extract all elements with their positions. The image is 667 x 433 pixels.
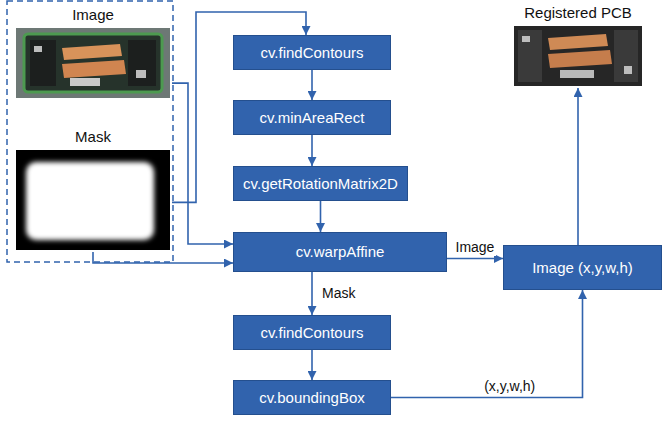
- flow-arrow: [447, 258, 503, 260]
- process-box: cv.warpAffine: [233, 232, 447, 272]
- pcb-photo: [16, 28, 170, 98]
- mask-photo: [16, 150, 170, 250]
- flow-arrow: [320, 201, 322, 232]
- flow-arrow: [391, 290, 583, 398]
- image-heading: Image: [72, 6, 114, 24]
- registered-pcb-photo: [514, 26, 642, 86]
- flow-arrow: [311, 350, 313, 380]
- process-box: cv.findContours: [233, 35, 391, 70]
- flow-arrow: [311, 70, 313, 100]
- box-label: cv.warpAffine: [296, 243, 385, 261]
- registered-pcb: Registered PCB: [508, 4, 648, 88]
- process-box: cv.getRotationMatrix2D: [233, 166, 408, 201]
- output-box: Image (x,y,w,h): [503, 245, 662, 290]
- process-box: cv.minAreaRect: [233, 100, 391, 135]
- box-label: cv.boundingBox: [259, 389, 365, 407]
- process-box: cv.boundingBox: [233, 380, 391, 415]
- image-heading: Registered PCB: [524, 4, 632, 22]
- group-outline: [7, 1, 173, 262]
- edge-label: (x,y,w,h): [482, 378, 537, 395]
- box-label: cv.findContours: [260, 324, 363, 342]
- box-label: Image (x,y,w,h): [532, 259, 633, 277]
- flow-arrow: [311, 272, 313, 315]
- flow-arrow: [93, 252, 233, 263]
- input-image: Image: [14, 6, 172, 100]
- input-mask: Mask: [14, 128, 172, 252]
- edge-label: Image: [454, 239, 497, 256]
- flow-arrow: [577, 88, 579, 245]
- process-box: cv.findContours: [233, 315, 391, 350]
- box-label: cv.findContours: [260, 44, 363, 62]
- image-heading: Mask: [75, 128, 111, 146]
- flow-arrow: [311, 135, 313, 166]
- flow-arrow: [172, 83, 233, 244]
- box-label: cv.minAreaRect: [260, 109, 365, 127]
- box-label: cv.getRotationMatrix2D: [243, 175, 398, 193]
- edge-label: Mask: [320, 285, 357, 302]
